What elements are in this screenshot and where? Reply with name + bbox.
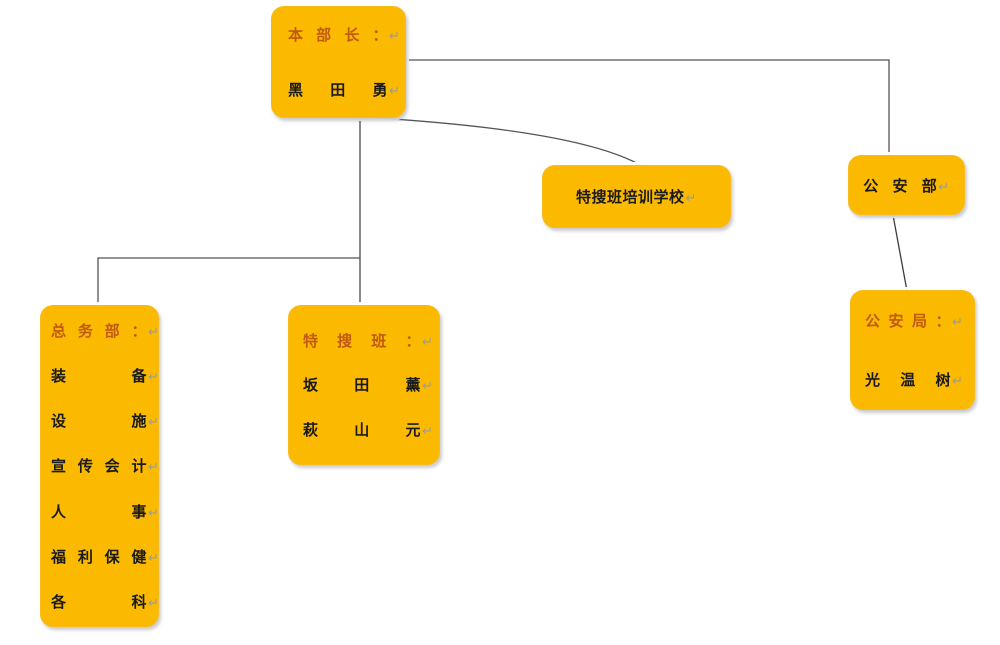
node-general-affairs-text-4: 人事 (51, 502, 147, 521)
node-general-affairs-text-5: 福利保健 (51, 547, 147, 566)
node-public-security-bureau-line-1: 光温树↵ (865, 369, 964, 390)
node-general-affairs-line-1: 装备↵ (51, 365, 159, 386)
pilcrow-icon: ↵ (148, 370, 160, 386)
node-public-security-bureau-text-1: 光温树 (865, 371, 951, 389)
pilcrow-icon: ↵ (422, 424, 434, 440)
pilcrow-icon: ↵ (148, 415, 160, 431)
node-public-security-ministry-text-0: 公安部 (863, 176, 938, 195)
connector-mps-to-psb (892, 214, 908, 292)
node-training-school-line-0: 特搜班培训学校↵ (557, 186, 716, 207)
node-general-affairs-text-2: 设施 (51, 412, 147, 431)
node-general-affairs-line-5: 福利保健↵ (51, 546, 159, 567)
node-public-security-ministry-line-0: 公安部↵ (861, 175, 952, 196)
node-honbucho[interactable]: 本部长：↵ 黑田勇↵ (271, 6, 406, 118)
node-public-security-bureau-text-0: 公安局： (865, 312, 951, 330)
node-training-school[interactable]: 特搜班培训学校↵ (542, 165, 731, 228)
pilcrow-icon: ↵ (148, 595, 160, 611)
pilcrow-icon: ↵ (148, 460, 160, 476)
pilcrow-icon: ↵ (389, 84, 401, 99)
node-special-investigation-team-text-0: 特搜班： (303, 331, 421, 350)
pilcrow-icon: ↵ (952, 374, 964, 389)
node-honbucho-text-1: 黑田勇 (288, 81, 388, 99)
pilcrow-icon: ↵ (938, 179, 950, 195)
pilcrow-icon: ↵ (148, 505, 160, 521)
node-general-affairs-text-3: 宣传会计 (51, 457, 147, 476)
node-public-security-ministry[interactable]: 公安部↵ (848, 155, 965, 215)
pilcrow-icon: ↵ (422, 334, 434, 350)
node-special-investigation-team-line-1: 坂田薰↵ (303, 374, 433, 395)
pilcrow-icon: ↵ (422, 379, 434, 395)
node-general-affairs-line-4: 人事↵ (51, 501, 159, 522)
pilcrow-icon: ↵ (685, 191, 697, 206)
node-special-investigation-team-line-2: 萩山元↵ (303, 419, 433, 440)
node-general-affairs-text-0: 总务部： (51, 322, 147, 340)
node-public-security-bureau[interactable]: 公安局：↵ 光温树↵ (850, 290, 975, 410)
node-special-investigation-team-text-2: 萩山元 (303, 421, 421, 440)
node-training-school-text-0: 特搜班培训学校 (576, 188, 685, 206)
connector-honbucho-to-training (377, 117, 643, 167)
pilcrow-icon: ↵ (148, 550, 160, 566)
connector-honbucho-to-mps (406, 59, 890, 156)
node-general-affairs-line-2: 设施↵ (51, 410, 159, 431)
node-honbucho-line-1: 黑田勇↵ (288, 79, 400, 100)
node-special-investigation-team-line-0: 特搜班：↵ (303, 330, 433, 351)
node-general-affairs-line-6: 各科↵ (51, 591, 159, 612)
node-special-investigation-team-text-1: 坂田薰 (303, 376, 421, 395)
pilcrow-icon: ↵ (952, 315, 964, 330)
node-special-investigation-team[interactable]: 特搜班：↵ 坂田薰↵ 萩山元↵ (288, 305, 440, 465)
node-public-security-bureau-line-0: 公安局：↵ (865, 310, 964, 331)
node-general-affairs-line-0: 总务部：↵ (51, 320, 159, 341)
node-general-affairs[interactable]: 总务部：↵ 装备↵ 设施↵ 宣传会计↵ 人事↵ 福利保健↵ 各科↵ (40, 305, 159, 627)
connector-honbucho-to-general (97, 257, 360, 306)
node-honbucho-text-0: 本部长： (288, 26, 388, 44)
node-honbucho-line-0: 本部长：↵ (288, 24, 400, 45)
node-general-affairs-text-6: 各科 (51, 592, 147, 611)
pilcrow-icon: ↵ (389, 29, 401, 44)
node-general-affairs-text-1: 装备 (51, 367, 147, 386)
pilcrow-icon: ↵ (148, 325, 160, 340)
node-general-affairs-line-3: 宣传会计↵ (51, 455, 159, 476)
